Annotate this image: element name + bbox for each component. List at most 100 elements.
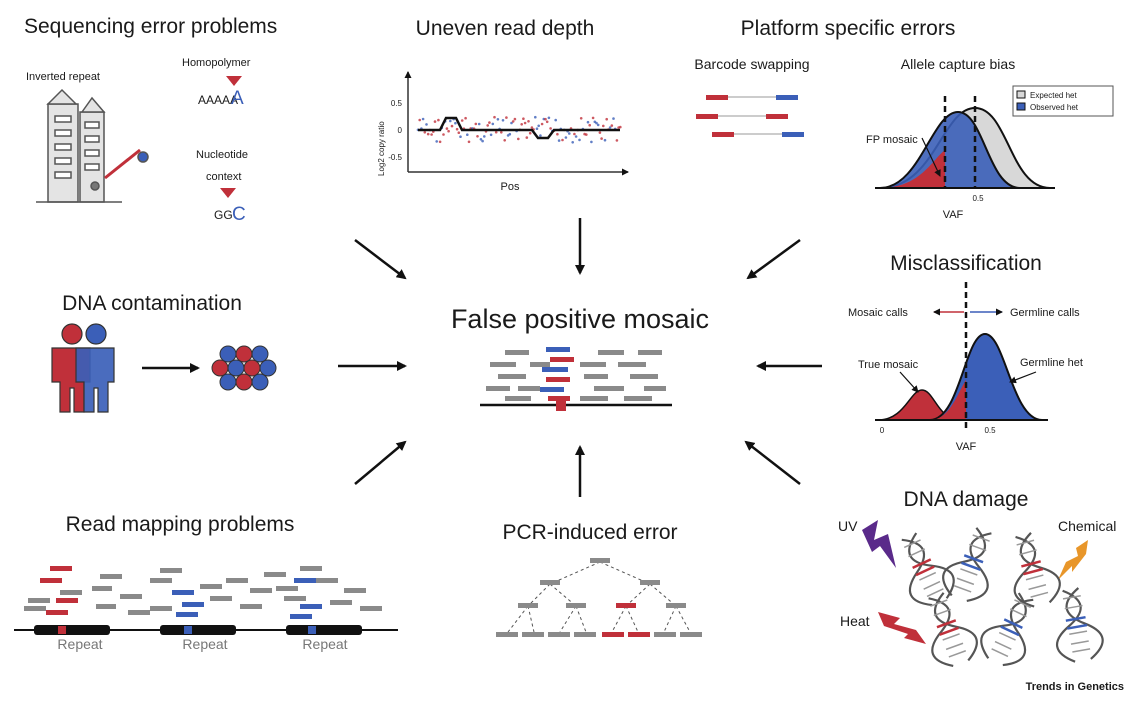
- depth-point: [537, 124, 540, 128]
- uv-bolt-icon: [862, 520, 896, 568]
- depth-point: [523, 121, 527, 125]
- depth-point: [595, 121, 598, 125]
- pcr-panel: PCR-induced error: [496, 521, 702, 637]
- context-marker-icon: [220, 188, 236, 198]
- heat-label: Heat: [840, 613, 870, 629]
- depth-point: [547, 116, 551, 120]
- depth-point: [494, 130, 498, 134]
- depth-point: [477, 122, 481, 126]
- depth-point: [447, 129, 450, 133]
- fp-mosaic-label: FP mosaic: [866, 134, 918, 146]
- misclassification-tick: 0.5: [984, 426, 996, 435]
- misclassification-title: Misclassification: [890, 252, 1042, 275]
- depth-point: [568, 132, 571, 135]
- depth-point: [421, 117, 425, 121]
- depth-point: [481, 139, 484, 143]
- contamination-title: DNA contamination: [62, 292, 242, 315]
- cell-icon: [235, 373, 253, 391]
- depth-point: [571, 141, 574, 144]
- depth-point: [505, 116, 508, 119]
- center-title: False positive mosaic: [451, 304, 709, 334]
- depth-point: [483, 135, 486, 138]
- depth-point: [479, 138, 483, 141]
- depth-point: [574, 135, 578, 138]
- depth-point: [511, 120, 515, 123]
- dna-helix-icon: [942, 527, 992, 603]
- misclassification-xlabel: VAF: [956, 441, 977, 453]
- read-depth-tick: 0: [398, 126, 403, 135]
- platform-panel: Platform specific errors Barcode swappin…: [694, 17, 1114, 221]
- depth-point: [585, 133, 588, 136]
- depth-point: [460, 119, 464, 122]
- chemical-label: Chemical: [1058, 518, 1116, 534]
- nucleotide-context-label-2: context: [206, 171, 241, 183]
- homopolymer-var: A: [231, 88, 244, 109]
- depth-point: [425, 123, 428, 126]
- pcr-products: [496, 558, 702, 637]
- depth-point: [615, 139, 619, 142]
- mapping-reads: [24, 566, 382, 619]
- depth-point: [433, 120, 437, 123]
- mapping-title: Read mapping problems: [66, 513, 295, 536]
- depth-point: [534, 115, 537, 119]
- germline-calls-label: Germline calls: [1010, 307, 1080, 319]
- depth-point: [544, 117, 547, 121]
- depth-point: [522, 117, 525, 120]
- cell-icon: [259, 359, 277, 377]
- depth-point: [435, 140, 439, 143]
- arrow-mapping: [354, 440, 407, 485]
- depth-point: [489, 133, 493, 137]
- barcode-label: Barcode swapping: [694, 56, 809, 72]
- dna-helices: [901, 527, 1104, 668]
- depth-point: [586, 120, 590, 124]
- credit-text: Trends in Genetics: [1026, 681, 1124, 693]
- depth-point: [520, 123, 523, 126]
- depth-point: [508, 132, 512, 136]
- depth-point: [596, 123, 600, 127]
- read-depth-tick: -0.5: [388, 153, 402, 162]
- depth-point: [610, 124, 614, 127]
- depth-point: [503, 139, 507, 142]
- sequencing-panel: Sequencing error problems Inverted repea…: [24, 15, 277, 225]
- cell-icon: [211, 359, 229, 377]
- mapping-panel: Read mapping problems Repeat: [14, 513, 398, 652]
- depth-point: [464, 116, 467, 120]
- allele-bias-xlabel: VAF: [943, 209, 964, 221]
- arrows: [338, 218, 822, 497]
- read-depth-xlabel: Pos: [501, 181, 520, 193]
- depth-point: [474, 122, 478, 126]
- depth-point: [619, 125, 622, 129]
- people-icon: [51, 323, 115, 413]
- depth-point: [598, 131, 602, 134]
- platform-title: Platform specific errors: [741, 17, 956, 40]
- barcode-swap-icon: [696, 95, 804, 137]
- depth-point: [605, 117, 608, 121]
- depth-point: [557, 139, 561, 142]
- context-var: C: [232, 204, 246, 225]
- depth-point: [457, 131, 461, 134]
- dna-helix-icon: [901, 532, 955, 607]
- depth-point: [466, 133, 469, 136]
- legend-expected: Expected het: [1030, 91, 1077, 100]
- depth-point: [535, 127, 539, 130]
- true-mosaic-label: True mosaic: [858, 359, 919, 371]
- allele-bias-tick: 0.5: [972, 194, 984, 203]
- read-depth-axes: [404, 71, 629, 176]
- depth-point: [556, 132, 559, 136]
- depth-point: [578, 138, 581, 142]
- depth-point: [528, 131, 532, 135]
- repeat-label: Repeat: [182, 636, 227, 652]
- homopolymer-marker-icon: [226, 76, 242, 86]
- sequencing-title: Sequencing error problems: [24, 15, 277, 38]
- depth-point: [438, 140, 442, 144]
- depth-point: [612, 117, 615, 120]
- depth-point: [488, 121, 491, 124]
- depth-point: [455, 127, 459, 131]
- depth-point: [561, 138, 564, 142]
- depth-point: [554, 118, 557, 122]
- depth-point: [564, 136, 568, 139]
- pcr-tree: [507, 561, 691, 633]
- depth-point: [430, 133, 433, 136]
- dna-helix-icon: [980, 592, 1034, 667]
- inverted-repeat-icon: [36, 88, 149, 203]
